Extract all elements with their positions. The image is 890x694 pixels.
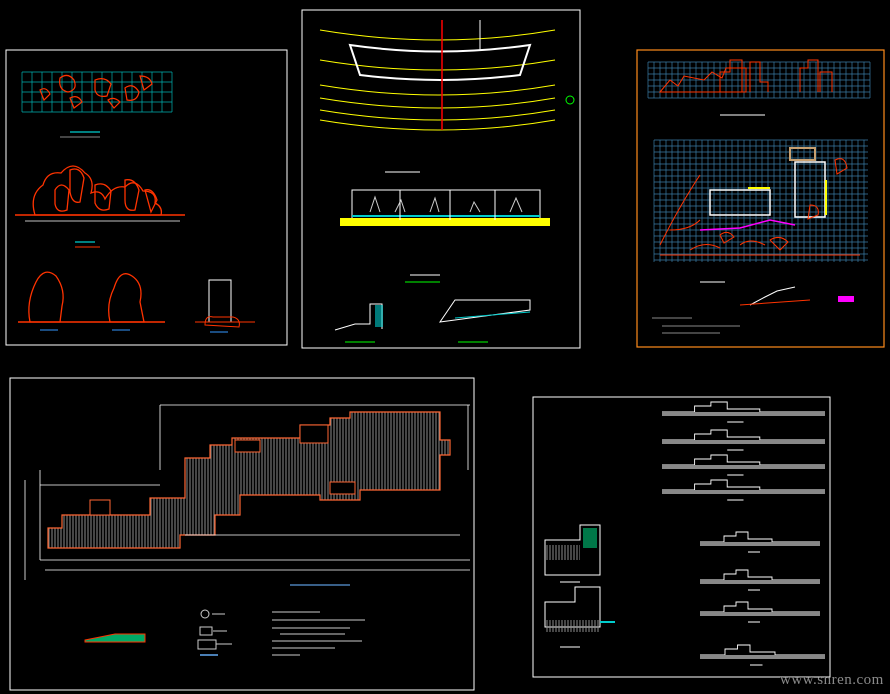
section-ground xyxy=(700,580,820,584)
watermark: www.snren.com xyxy=(780,672,884,688)
section-profile xyxy=(662,454,825,466)
sheet-paving-plan xyxy=(9,377,475,691)
section-profile xyxy=(662,429,825,441)
section-profile xyxy=(662,479,825,491)
rockery-elevation xyxy=(32,165,163,216)
sheet-site-sections xyxy=(532,396,831,678)
section-ground xyxy=(662,440,825,444)
sheet-rockery-details xyxy=(5,49,288,346)
section-profile xyxy=(700,601,820,613)
rockery-plan-rocks xyxy=(39,74,153,109)
section-ground xyxy=(700,542,820,546)
plan-grid xyxy=(653,139,868,262)
section-ground xyxy=(700,655,825,659)
section-profile xyxy=(662,401,825,413)
section-profile xyxy=(700,531,820,543)
section-profiles xyxy=(662,401,825,666)
elevation-grid xyxy=(647,61,871,99)
elevation-rocks xyxy=(658,59,833,93)
sheet-pool-plan-section xyxy=(301,9,581,349)
pool-contour-lines xyxy=(319,29,556,131)
section-ground xyxy=(700,612,820,616)
section-profile xyxy=(700,644,825,656)
section-ground xyxy=(662,412,825,416)
section-ground xyxy=(662,465,825,469)
sheet-garden-plan-elevation xyxy=(636,49,885,348)
section-profile xyxy=(700,569,820,581)
plan-rocks xyxy=(659,158,860,256)
rockery-plan-grid xyxy=(21,71,173,113)
section-ground xyxy=(662,490,825,494)
rockery-small-elevations xyxy=(28,271,145,323)
paving-area xyxy=(47,411,451,549)
